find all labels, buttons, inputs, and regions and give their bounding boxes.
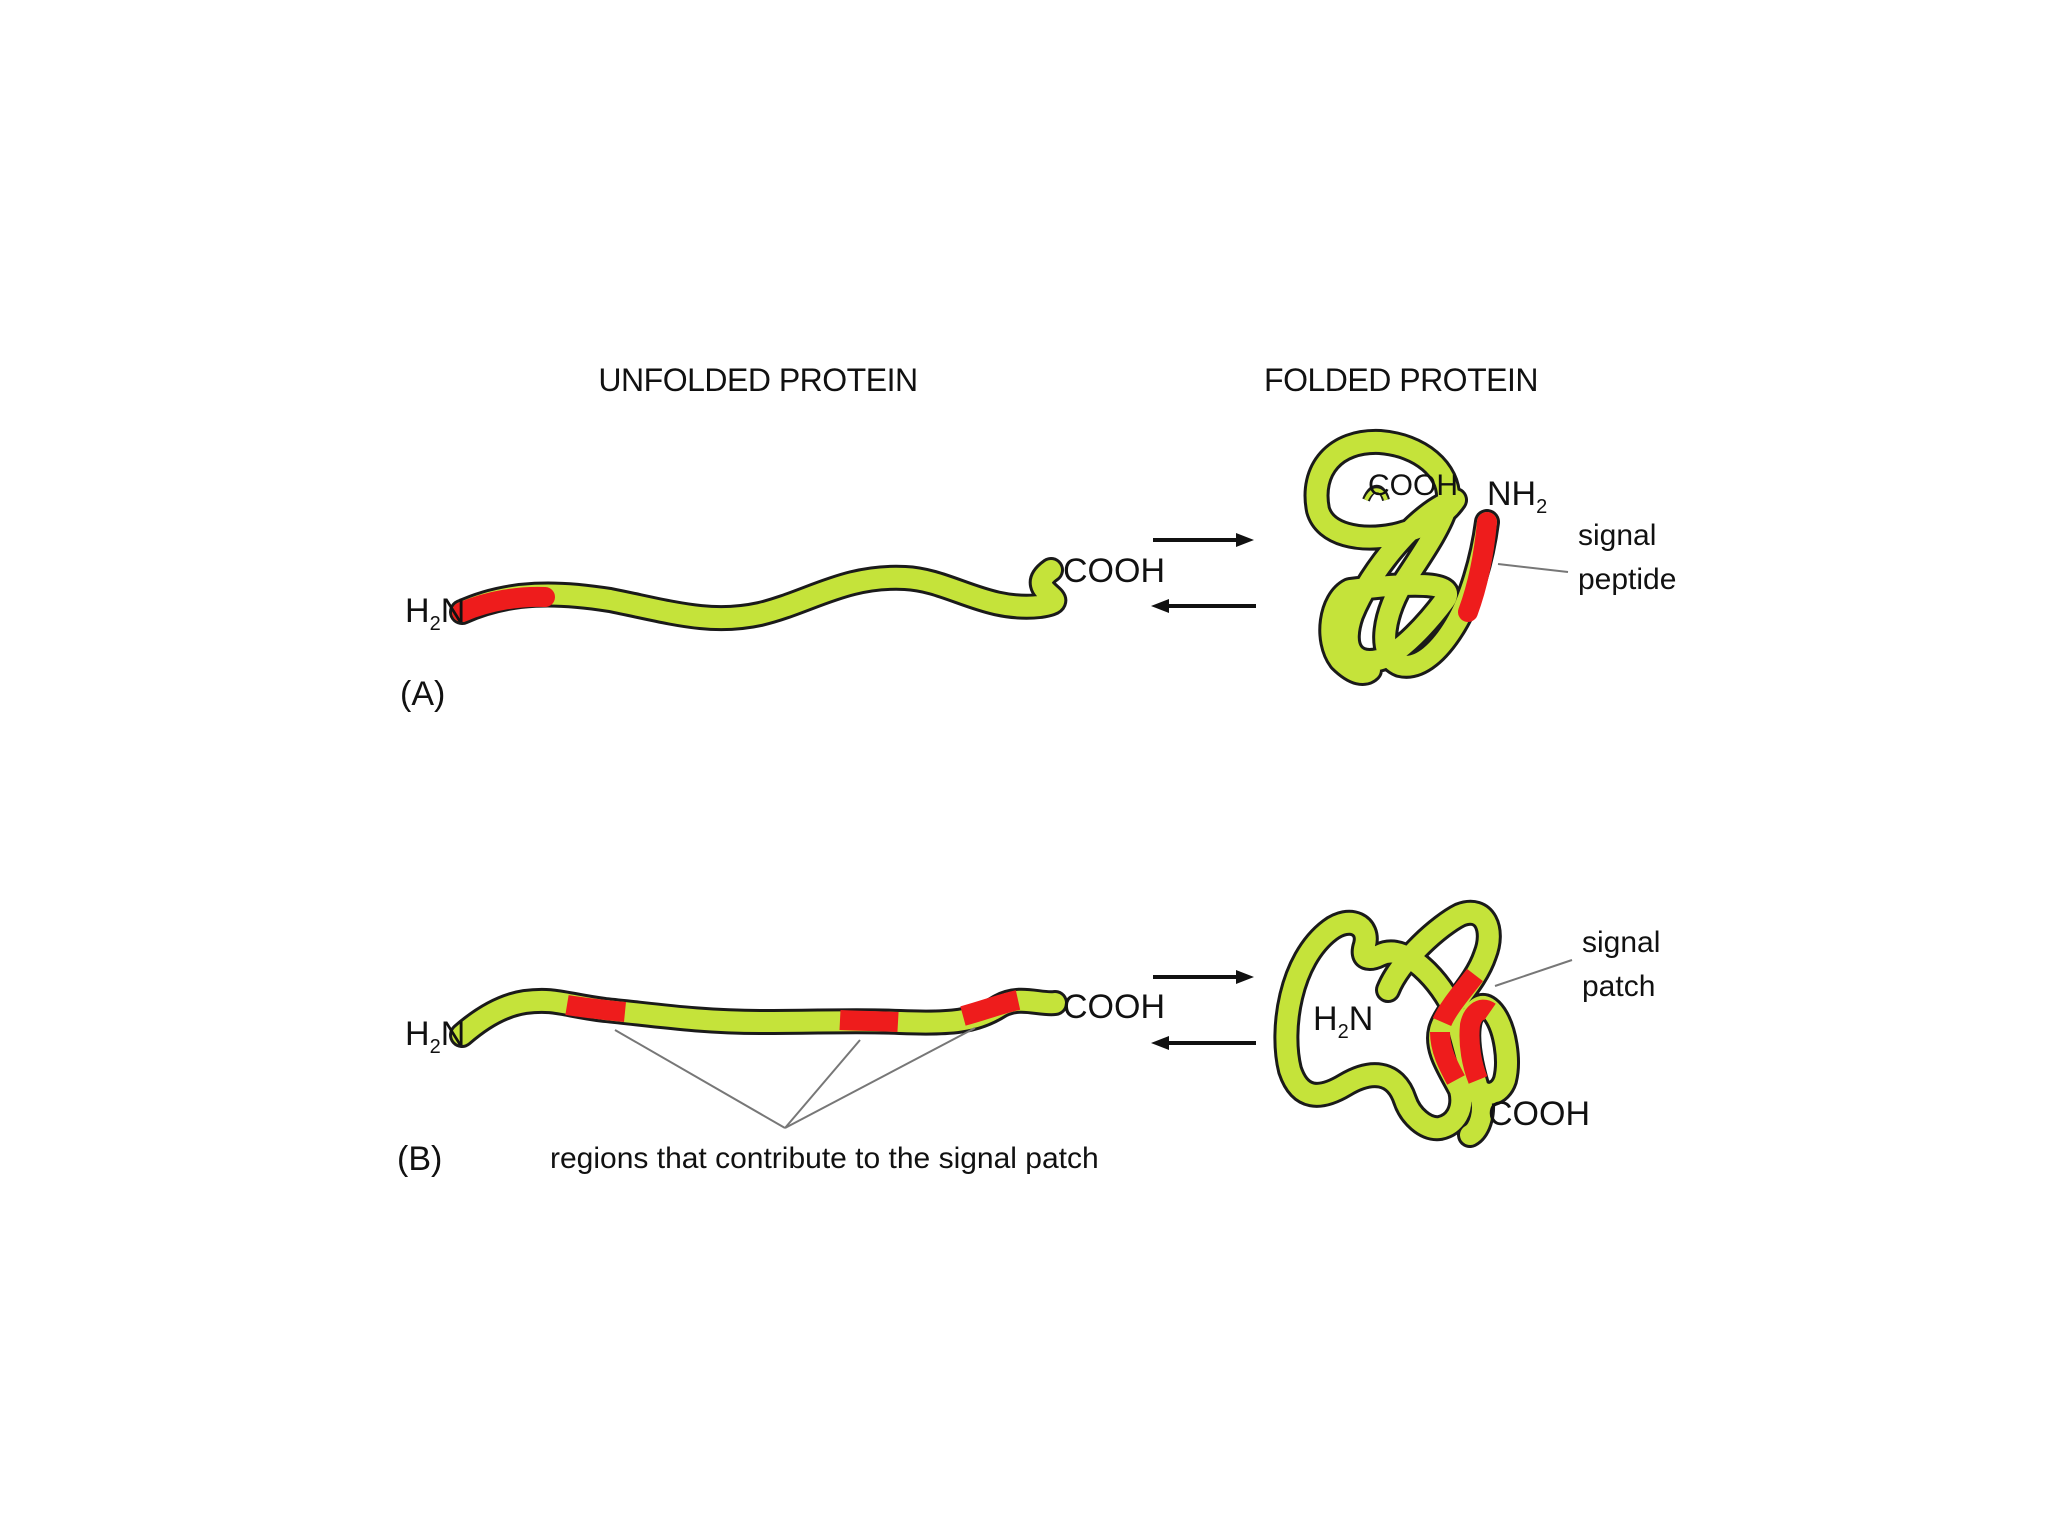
folded-c-terminus-label-b: COOH — [1488, 1095, 1590, 1133]
c-terminus-label-a: COOH — [1063, 552, 1165, 590]
signal-patch-region-1 — [565, 995, 626, 1022]
header-folded-protein: FOLDED PROTEIN — [1264, 362, 1538, 398]
c-terminus-label-b: COOH — [1063, 988, 1165, 1026]
signal-patch-folded-2 — [1430, 1031, 1465, 1085]
signal-patch-callout: signal patch — [1582, 926, 1669, 1003]
panel-b-letter: (B) — [397, 1140, 442, 1178]
signal-patch-region-2 — [839, 1010, 899, 1032]
panel-a-letter: (A) — [400, 675, 445, 713]
folded-n-terminus-label-b: H2N — [1313, 1000, 1373, 1043]
equilibrium-arrows-a — [1151, 533, 1256, 613]
signal-patch-region-3 — [960, 990, 1021, 1026]
signal-patch-callout-line — [1494, 959, 1573, 987]
signal-peptide-callout: signal peptide — [1578, 519, 1676, 596]
unfolded-chain-a — [449, 557, 1068, 632]
signal-peptide-segment-folded — [1458, 512, 1497, 622]
signal-patch-folded-3 — [1459, 999, 1496, 1084]
folded-c-terminus-label-a: COOH — [1368, 469, 1458, 502]
signal-patch-folded-1 — [1432, 968, 1483, 1027]
folded-protein-b — [1273, 899, 1520, 1148]
signal-peptide-segment-unfolded — [452, 586, 555, 622]
n-terminus-label-a: H2N — [405, 592, 465, 635]
panel-b: H2N COOH regions that contribute to the … — [397, 899, 1669, 1178]
panel-a: H2N COOH COOH NH2 signal peptide (A) — [400, 428, 1676, 713]
folded-protein-a — [1303, 428, 1500, 686]
equilibrium-arrows-b — [1151, 970, 1256, 1050]
header-unfolded-protein: UNFOLDED PROTEIN — [598, 362, 917, 398]
folded-n-terminus-label-a: NH2 — [1487, 475, 1547, 518]
regions-pointer-lines — [614, 1027, 976, 1129]
regions-label: regions that contribute to the signal pa… — [550, 1142, 1099, 1175]
n-terminus-label-b: H2N — [405, 1015, 465, 1058]
signal-peptide-callout-line — [1497, 563, 1569, 573]
